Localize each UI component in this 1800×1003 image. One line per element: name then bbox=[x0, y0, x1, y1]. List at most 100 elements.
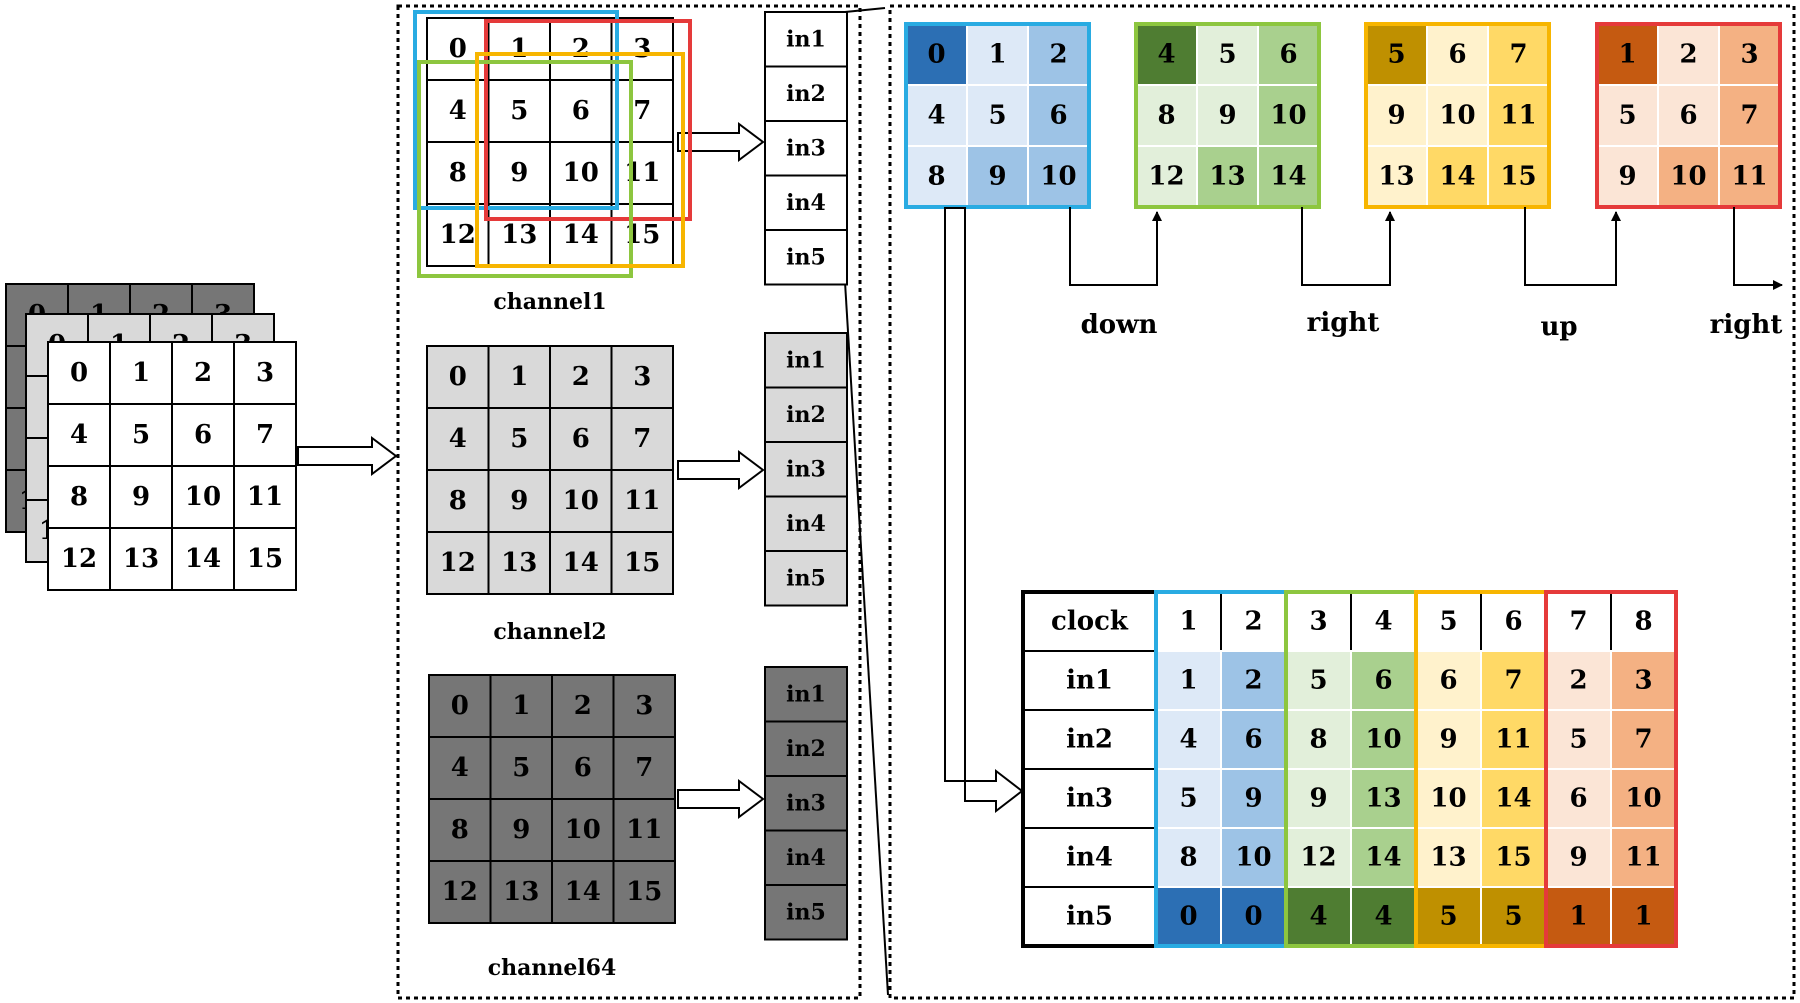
port-cell bbox=[764, 884, 848, 941]
grid-cell-value: 12 bbox=[440, 548, 476, 578]
window-cell-value: 6 bbox=[1448, 40, 1466, 70]
grid-cell-value: 2 bbox=[572, 34, 590, 64]
grid-cell-value: 1 bbox=[132, 358, 150, 388]
table-cell-value: 8 bbox=[1309, 725, 1327, 755]
grid-cell-value: 1 bbox=[510, 34, 528, 64]
table-cell-value: 1 bbox=[1634, 902, 1652, 932]
table-cell-value: 13 bbox=[1430, 843, 1466, 873]
grid-cell bbox=[612, 674, 676, 738]
table-row-label-cell bbox=[1022, 709, 1157, 770]
window-outline-4 bbox=[475, 52, 685, 268]
grid-cell-value: 2 bbox=[572, 362, 590, 392]
grid-cell-value: 6 bbox=[572, 96, 590, 126]
table-cell-value: 5 bbox=[1504, 902, 1522, 932]
window-cell-value: 14 bbox=[1439, 162, 1475, 192]
grid-cell-value: 0 bbox=[449, 34, 467, 64]
grid-cell-value: 10 bbox=[185, 482, 221, 512]
grid-cell bbox=[487, 141, 551, 205]
window-cell-value: 7 bbox=[1509, 40, 1527, 70]
dotted-frames bbox=[396, 4, 1796, 1000]
table-header-clock: clock bbox=[1051, 607, 1129, 637]
window-cell-value: 1 bbox=[1618, 40, 1636, 70]
grid-cell-value: 8 bbox=[451, 815, 469, 845]
table-cell-value: 7 bbox=[1504, 666, 1522, 696]
table-cell-value: 1 bbox=[1179, 666, 1197, 696]
table-cell-value: 10 bbox=[1365, 725, 1401, 755]
table-header-cell bbox=[1155, 591, 1222, 652]
grid-cell bbox=[1365, 23, 1428, 86]
input-stack: 0123456789101112131415012345678910111213… bbox=[5, 283, 398, 591]
grid-cell bbox=[487, 203, 551, 267]
grid-cell bbox=[551, 860, 615, 924]
table-header-cell bbox=[1220, 591, 1287, 652]
table-row-label: in2 bbox=[1066, 725, 1113, 755]
grid-cell bbox=[428, 674, 492, 738]
table-cell-value: 8 bbox=[1179, 843, 1197, 873]
grid-cell-value: 7 bbox=[635, 753, 653, 783]
channel-label: channel1 bbox=[493, 289, 606, 315]
grid-cell-value: 2 bbox=[194, 358, 212, 388]
table-cell bbox=[1220, 886, 1287, 947]
grid-cell-value: 5 bbox=[510, 96, 528, 126]
table-cell-value: 6 bbox=[1244, 725, 1262, 755]
grid-cell-value: 13 bbox=[503, 877, 539, 907]
table-cell bbox=[1415, 827, 1482, 888]
window-cell-value: 11 bbox=[1500, 101, 1536, 131]
grid-cell bbox=[612, 860, 676, 924]
arrow-down-path bbox=[1069, 207, 1162, 286]
grid-cell bbox=[610, 17, 674, 81]
direction-label-3: up bbox=[1540, 312, 1577, 342]
grid-cell-value: 14 bbox=[565, 877, 601, 907]
table-cell-value: 10 bbox=[1625, 784, 1661, 814]
direction-label-1: down bbox=[1081, 310, 1158, 340]
channels-frame bbox=[396, 4, 862, 1000]
grid-cell-value: 8 bbox=[70, 482, 88, 512]
window-cell-value: 8 bbox=[927, 162, 945, 192]
grid-cell-value: 5 bbox=[510, 424, 528, 454]
grid-cell bbox=[1426, 145, 1489, 208]
grid-cell-value: 1 bbox=[512, 691, 530, 721]
grid-cell bbox=[1365, 145, 1428, 208]
grid-cell bbox=[1718, 145, 1781, 208]
port-label: in3 bbox=[786, 456, 826, 482]
window-cell-value: 5 bbox=[988, 101, 1006, 131]
grid-cell bbox=[610, 345, 674, 409]
grid-cell-value: 4 bbox=[449, 424, 467, 454]
grid-cell-value: 15 bbox=[247, 544, 283, 574]
window-cell-value: 13 bbox=[1209, 162, 1245, 192]
grid-cell-value: 9 bbox=[132, 482, 150, 512]
table-cell-value: 9 bbox=[1309, 784, 1327, 814]
window-cell-value: 5 bbox=[1618, 101, 1636, 131]
table-cell bbox=[1480, 827, 1547, 888]
table-cell-value: 12 bbox=[1300, 843, 1336, 873]
table-cell bbox=[1545, 768, 1612, 829]
grid-cell-value: 11 bbox=[247, 482, 283, 512]
channel-label: channel2 bbox=[493, 619, 606, 645]
window-cell-value: 9 bbox=[988, 162, 1006, 192]
grid-cell bbox=[1027, 84, 1090, 147]
grid-cell-value: 4 bbox=[70, 420, 88, 450]
table-cell-value: 4 bbox=[1179, 725, 1197, 755]
window-border bbox=[1364, 22, 1551, 209]
grid-cell-value: 11 bbox=[624, 486, 660, 516]
table-cell-value: 11 bbox=[1495, 725, 1531, 755]
grid-cell-value: 7 bbox=[633, 96, 651, 126]
port-label: in5 bbox=[786, 565, 826, 591]
window-cell-value: 4 bbox=[927, 101, 945, 131]
table-cell-value: 0 bbox=[1244, 902, 1262, 932]
table-cell-value: 1 bbox=[1569, 902, 1587, 932]
window-to-table-arrow bbox=[944, 207, 1024, 814]
grid-cell bbox=[426, 531, 490, 595]
window-cell-value: 10 bbox=[1670, 162, 1706, 192]
grid-cell bbox=[549, 17, 613, 81]
window-cell-value: 9 bbox=[1618, 162, 1636, 192]
table-cell bbox=[1350, 886, 1417, 947]
grid-cell bbox=[610, 407, 674, 471]
